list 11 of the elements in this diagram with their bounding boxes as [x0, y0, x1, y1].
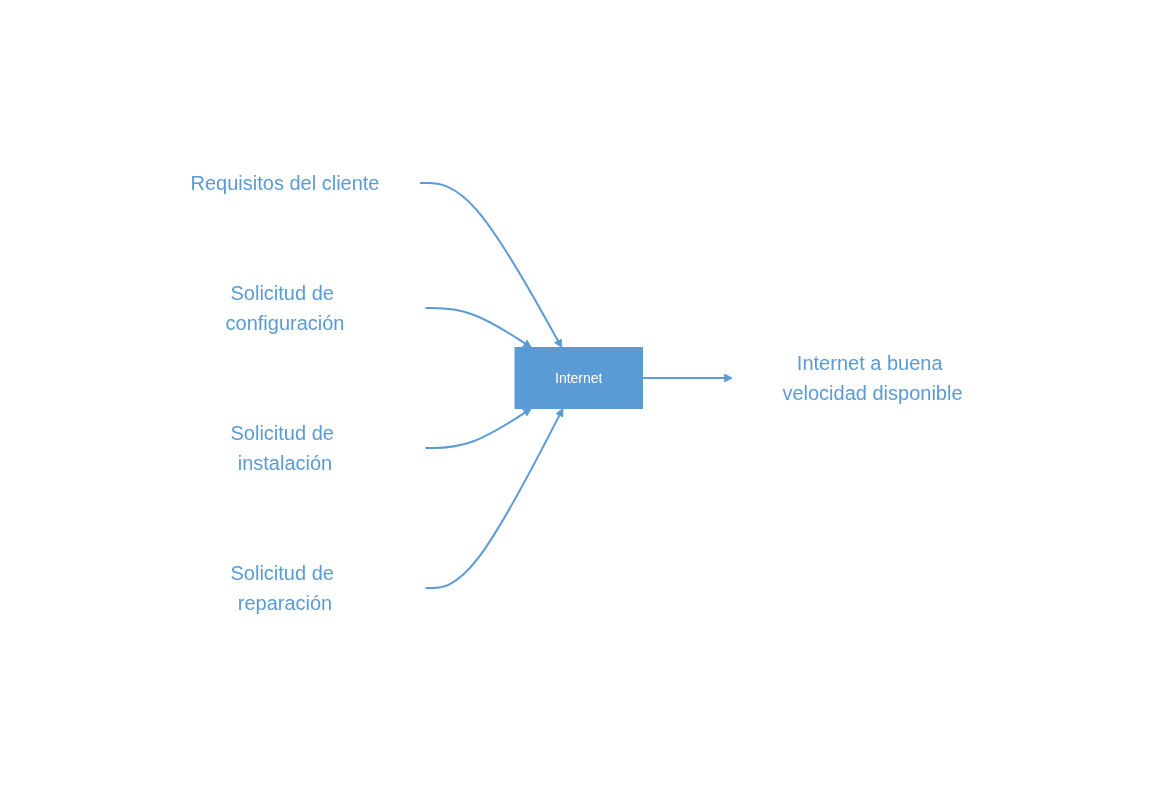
node-box: Internet [514, 347, 643, 409]
arrow [423, 408, 532, 449]
node-text: Solicitud de configuración [225, 282, 345, 334]
node-text: Internet a buena velocidad disponible [782, 352, 963, 404]
node-text: Requisitos del cliente [190, 172, 380, 194]
node-text: Solicitud de reparación [230, 562, 334, 614]
arrow [641, 373, 733, 383]
arrow [418, 182, 562, 348]
arrow [423, 307, 532, 348]
node-text: Solicitud de instalación [230, 422, 334, 474]
arrow [423, 408, 564, 589]
